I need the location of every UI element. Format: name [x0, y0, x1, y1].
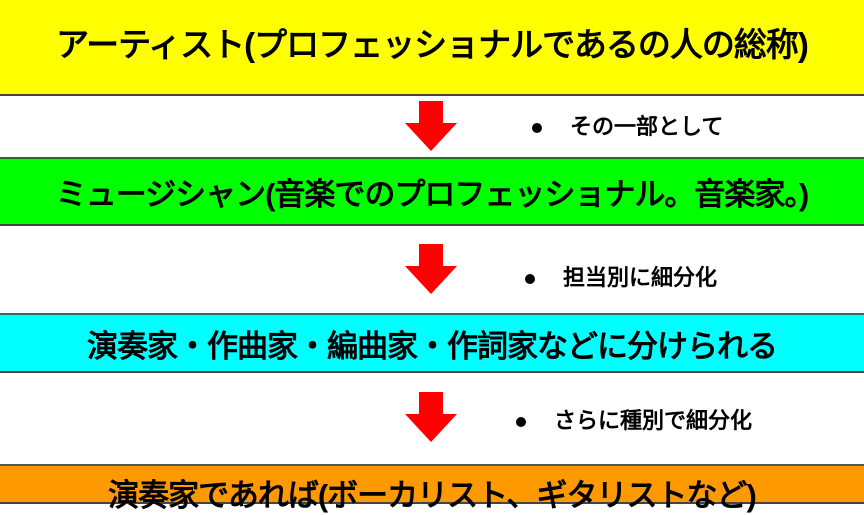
note-2: 担当別に細分化 [525, 260, 717, 292]
step-musician: ミュージシャン(音楽でのプロフェッショナル。音楽家。) [0, 157, 864, 226]
step-artist: アーティスト(プロフェッショナルであるの人の総称) [0, 0, 864, 96]
down-arrow-icon [405, 392, 457, 442]
step-performer: 演奏家であれば(ボーカリスト、ギタリストなど) [0, 464, 864, 513]
bullet-icon [532, 123, 542, 134]
step-label: ミュージシャン(音楽でのプロフェッショナル。音楽家。) [55, 177, 810, 212]
note-text: さらに種別で細分化 [554, 408, 753, 433]
bullet-icon [525, 274, 535, 285]
bullet-icon [516, 417, 526, 428]
step-label: アーティスト(プロフェッショナルであるの人の総称) [56, 26, 809, 63]
step-roles: 演奏家・作曲家・編曲家・作詞家などに分けられる [0, 313, 864, 373]
down-arrow-icon [405, 101, 457, 151]
step-label: 演奏家・作曲家・編曲家・作詞家などに分けられる [87, 328, 778, 364]
note-3: さらに種別で細分化 [516, 403, 752, 435]
note-text: 担当別に細分化 [563, 265, 718, 290]
down-arrow-icon [405, 244, 457, 294]
step-label: 演奏家であれば(ボーカリスト、ギタリストなど) [108, 478, 757, 513]
note-text: その一部として [570, 114, 724, 139]
note-1: その一部として [532, 109, 723, 141]
